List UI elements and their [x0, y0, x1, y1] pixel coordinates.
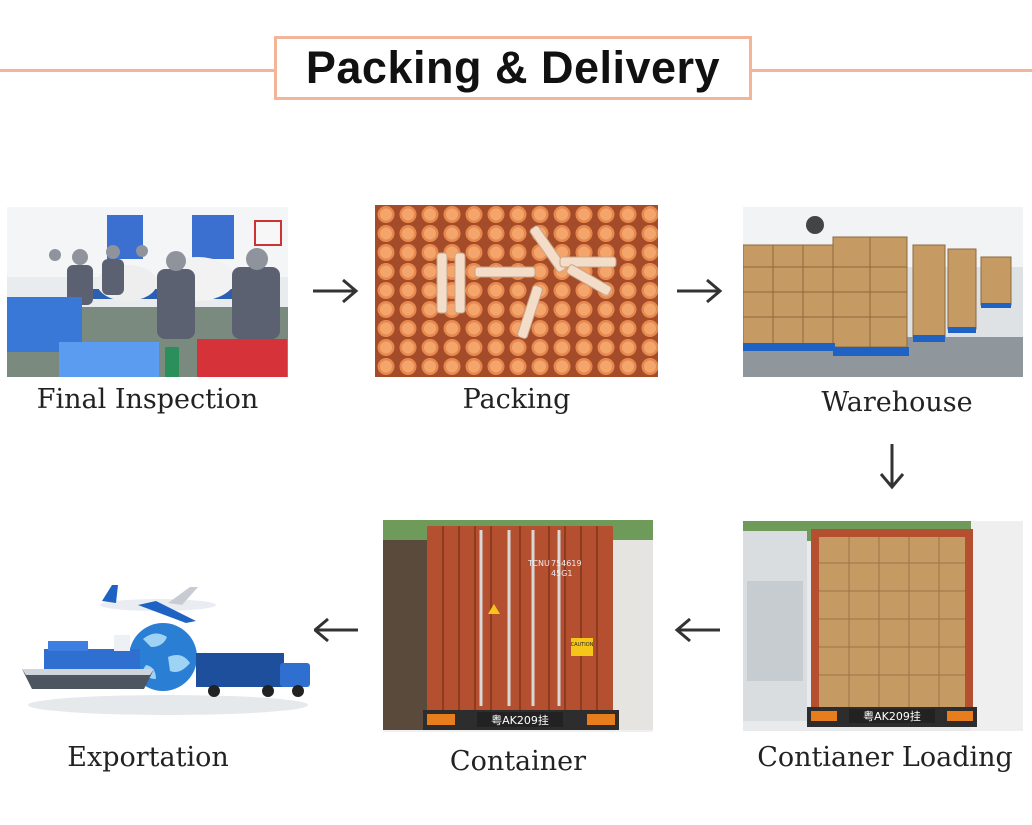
packing-photo — [375, 205, 658, 377]
arrow-right-icon — [677, 278, 723, 304]
container-loading-photo: 粤AK209挂 — [743, 521, 1023, 731]
arrow-right-icon — [313, 278, 359, 304]
arrow-left-icon — [312, 617, 358, 643]
airplane-icon — [100, 585, 216, 623]
arrow-down-icon — [879, 444, 905, 490]
exportation-illustration — [18, 565, 314, 725]
container-code: 45G1 — [551, 569, 572, 578]
final-inspection-photo — [7, 207, 288, 377]
truck-icon — [196, 653, 310, 697]
title-box: Packing & Delivery — [274, 36, 752, 100]
container-tag: TCNU — [527, 559, 550, 568]
container-photo: TCNU 754619 45G1 CAUTION 粤AK209挂 — [383, 520, 653, 732]
title-rule-left — [0, 69, 274, 72]
step-label-warehouse: Warehouse — [821, 387, 973, 418]
title-rule-right — [752, 69, 1032, 72]
warehouse-photo — [743, 207, 1023, 377]
step-label-container-loading: Contianer Loading — [757, 742, 1013, 773]
container-caution: CAUTION — [571, 642, 594, 648]
step-label-exportation: Exportation — [67, 742, 229, 773]
step-label-final-inspection: Final Inspection — [36, 384, 259, 415]
step-label-packing: Packing — [462, 384, 571, 415]
container-plate: 粤AK209挂 — [491, 713, 549, 727]
page-title: Packing & Delivery — [305, 42, 721, 93]
arrow-left-icon — [674, 617, 720, 643]
container-loading-plate: 粤AK209挂 — [863, 709, 921, 723]
ship-icon — [22, 635, 154, 689]
container-number: 754619 — [551, 559, 582, 568]
step-label-container: Container — [449, 746, 587, 777]
